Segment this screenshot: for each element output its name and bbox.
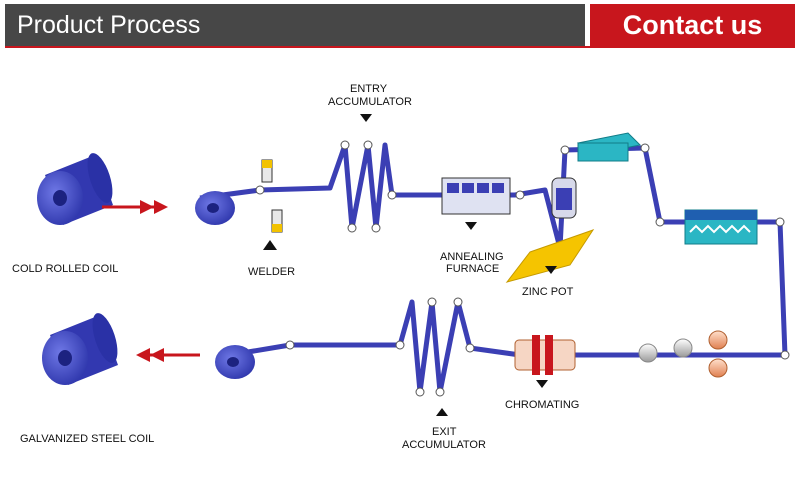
- label-entry-accumulator-1: ENTRY: [350, 83, 388, 95]
- label-galvanized-steel-coil: GALVANIZED STEEL COIL: [20, 433, 154, 445]
- process-diagram: COLD ROLLED COIL WELDER ENTRY ACCUMULATO…: [12, 83, 790, 451]
- header-divider: [5, 46, 795, 48]
- zinc-pot-icon: [505, 177, 595, 283]
- label-chromating: CHROMATING: [505, 399, 579, 411]
- label-exit-accumulator-1: EXIT: [432, 426, 457, 438]
- strip-top: [199, 142, 788, 356]
- label-exit-accumulator-2: ACCUMULATOR: [402, 439, 486, 451]
- recoiler-coil-icon: [215, 345, 255, 379]
- label-annealing-furnace-2: FURNACE: [446, 263, 499, 275]
- contact-us-button[interactable]: Contact us: [590, 4, 795, 46]
- skin-pass-rollers-icon: [638, 330, 728, 378]
- entry-accumulator-pointer-icon: [360, 114, 372, 122]
- page-title: Product Process: [5, 4, 585, 46]
- label-entry-accumulator-2: ACCUMULATOR: [328, 96, 412, 108]
- quench-tank-icon: [684, 209, 758, 245]
- strip-bottom: [229, 299, 785, 395]
- annealing-furnace-icon: [441, 177, 511, 230]
- exit-accumulator-pointer-icon: [436, 408, 448, 416]
- label-zinc-pot: ZINC POT: [522, 286, 574, 298]
- cooling-unit-icon: [576, 132, 642, 162]
- feed-arrow-in-icon: [102, 200, 168, 214]
- chromating-unit-icon: [514, 335, 576, 388]
- feed-arrow-out-icon: [136, 348, 200, 362]
- galvanized-steel-coil-icon: [42, 313, 118, 385]
- label-cold-rolled-coil: COLD ROLLED COIL: [12, 263, 118, 275]
- welder-icon: [261, 159, 283, 250]
- label-annealing-furnace-1: ANNEALING: [440, 251, 504, 263]
- cold-rolled-coil-icon: [37, 153, 113, 225]
- label-welder: WELDER: [248, 266, 295, 278]
- guide-rollers: [255, 140, 790, 397]
- header: Product Process Contact us: [0, 0, 800, 48]
- entry-coil-icon: [195, 191, 235, 225]
